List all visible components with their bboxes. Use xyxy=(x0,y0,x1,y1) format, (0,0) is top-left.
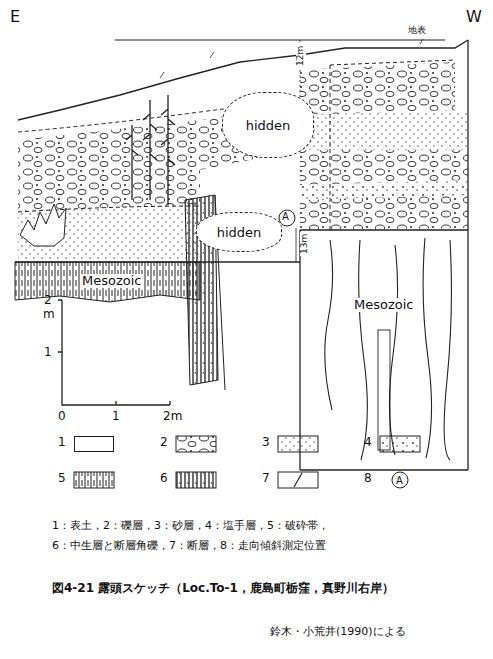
legend-number: 7 xyxy=(262,472,270,485)
source-note: 鈴木・小荒井(1990)による xyxy=(270,626,406,638)
area-label: hidden xyxy=(217,225,262,240)
scale-number: 0 xyxy=(58,410,66,423)
legend-swatch xyxy=(380,436,420,452)
dimension: 12m xyxy=(296,44,306,68)
unit-label: Mesozoic xyxy=(352,298,415,312)
legend-swatch xyxy=(74,472,114,488)
surface-label: 地表 xyxy=(408,26,426,36)
site-mark: A xyxy=(282,211,289,222)
fault-line xyxy=(294,473,302,487)
direction-label: W xyxy=(466,8,482,26)
legend-number: 4 xyxy=(364,436,372,449)
legend-symbol xyxy=(392,472,408,488)
legend-number: 5 xyxy=(58,472,66,485)
legend-note: 6：中生層と断層角礫，7：断層，8：走向傾斜測定位置 xyxy=(52,540,326,552)
legend-swatch xyxy=(278,472,318,488)
legend-swatch xyxy=(176,436,216,452)
legend-number: 2 xyxy=(160,436,168,449)
scale-number: 2m xyxy=(163,410,182,423)
legend-swatch xyxy=(176,472,216,488)
legend-swatch xyxy=(278,436,318,452)
site-mark: A xyxy=(396,475,403,486)
dimension: 13m xyxy=(300,232,310,256)
unit-label: Mesozoic xyxy=(80,274,143,288)
legend-number: 1 xyxy=(58,436,66,449)
legend-swatch xyxy=(74,436,114,452)
scale-number: 1 xyxy=(44,346,52,359)
legend-number: 8 xyxy=(364,472,372,485)
legend-note: 1：表土，2：礫層，3：砂層，4：塩手層，5：破砕帯， xyxy=(52,520,329,532)
legend-number: 6 xyxy=(160,472,168,485)
legend-number: 3 xyxy=(262,436,270,449)
hidden-area: hidden xyxy=(222,92,314,158)
direction-label: E xyxy=(10,8,20,26)
caption: 図4-21 露頭スケッチ（Loc.To-1，鹿島町栃窪，真野川右岸） xyxy=(52,582,394,595)
scale-unit: m xyxy=(43,308,55,321)
scale-number: 2 xyxy=(44,294,52,307)
hidden-area: hidden xyxy=(196,212,282,252)
area-label: hidden xyxy=(246,118,291,133)
scale-number: 1 xyxy=(112,410,120,423)
